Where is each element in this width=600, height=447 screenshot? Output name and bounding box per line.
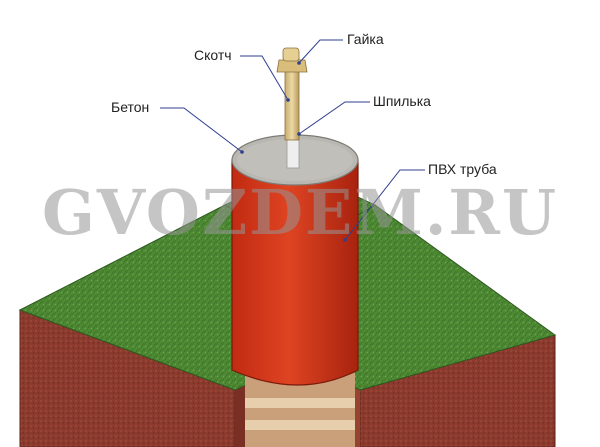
label-stud: Шпилька <box>373 93 431 109</box>
pipe-band-2 <box>245 420 355 430</box>
leader-lines <box>160 39 425 241</box>
label-pvc-pipe: ПВХ труба <box>428 161 497 177</box>
watermark-text: GVOZDEM.RU <box>41 176 559 249</box>
pipe-band-1 <box>245 398 355 408</box>
leader-nut <box>298 39 343 64</box>
label-concrete: Бетон <box>111 99 150 115</box>
pvc-pipe-body <box>231 159 359 386</box>
leader-concrete <box>160 107 243 153</box>
leader-tape <box>240 55 289 101</box>
leader-pvc <box>344 169 425 241</box>
leader-arrowheads <box>240 61 347 242</box>
nut <box>276 59 308 73</box>
leader-stud <box>298 101 370 135</box>
label-nut: Гайка <box>347 31 384 47</box>
label-tape: Скотч <box>194 47 232 63</box>
stud-top <box>282 47 300 62</box>
